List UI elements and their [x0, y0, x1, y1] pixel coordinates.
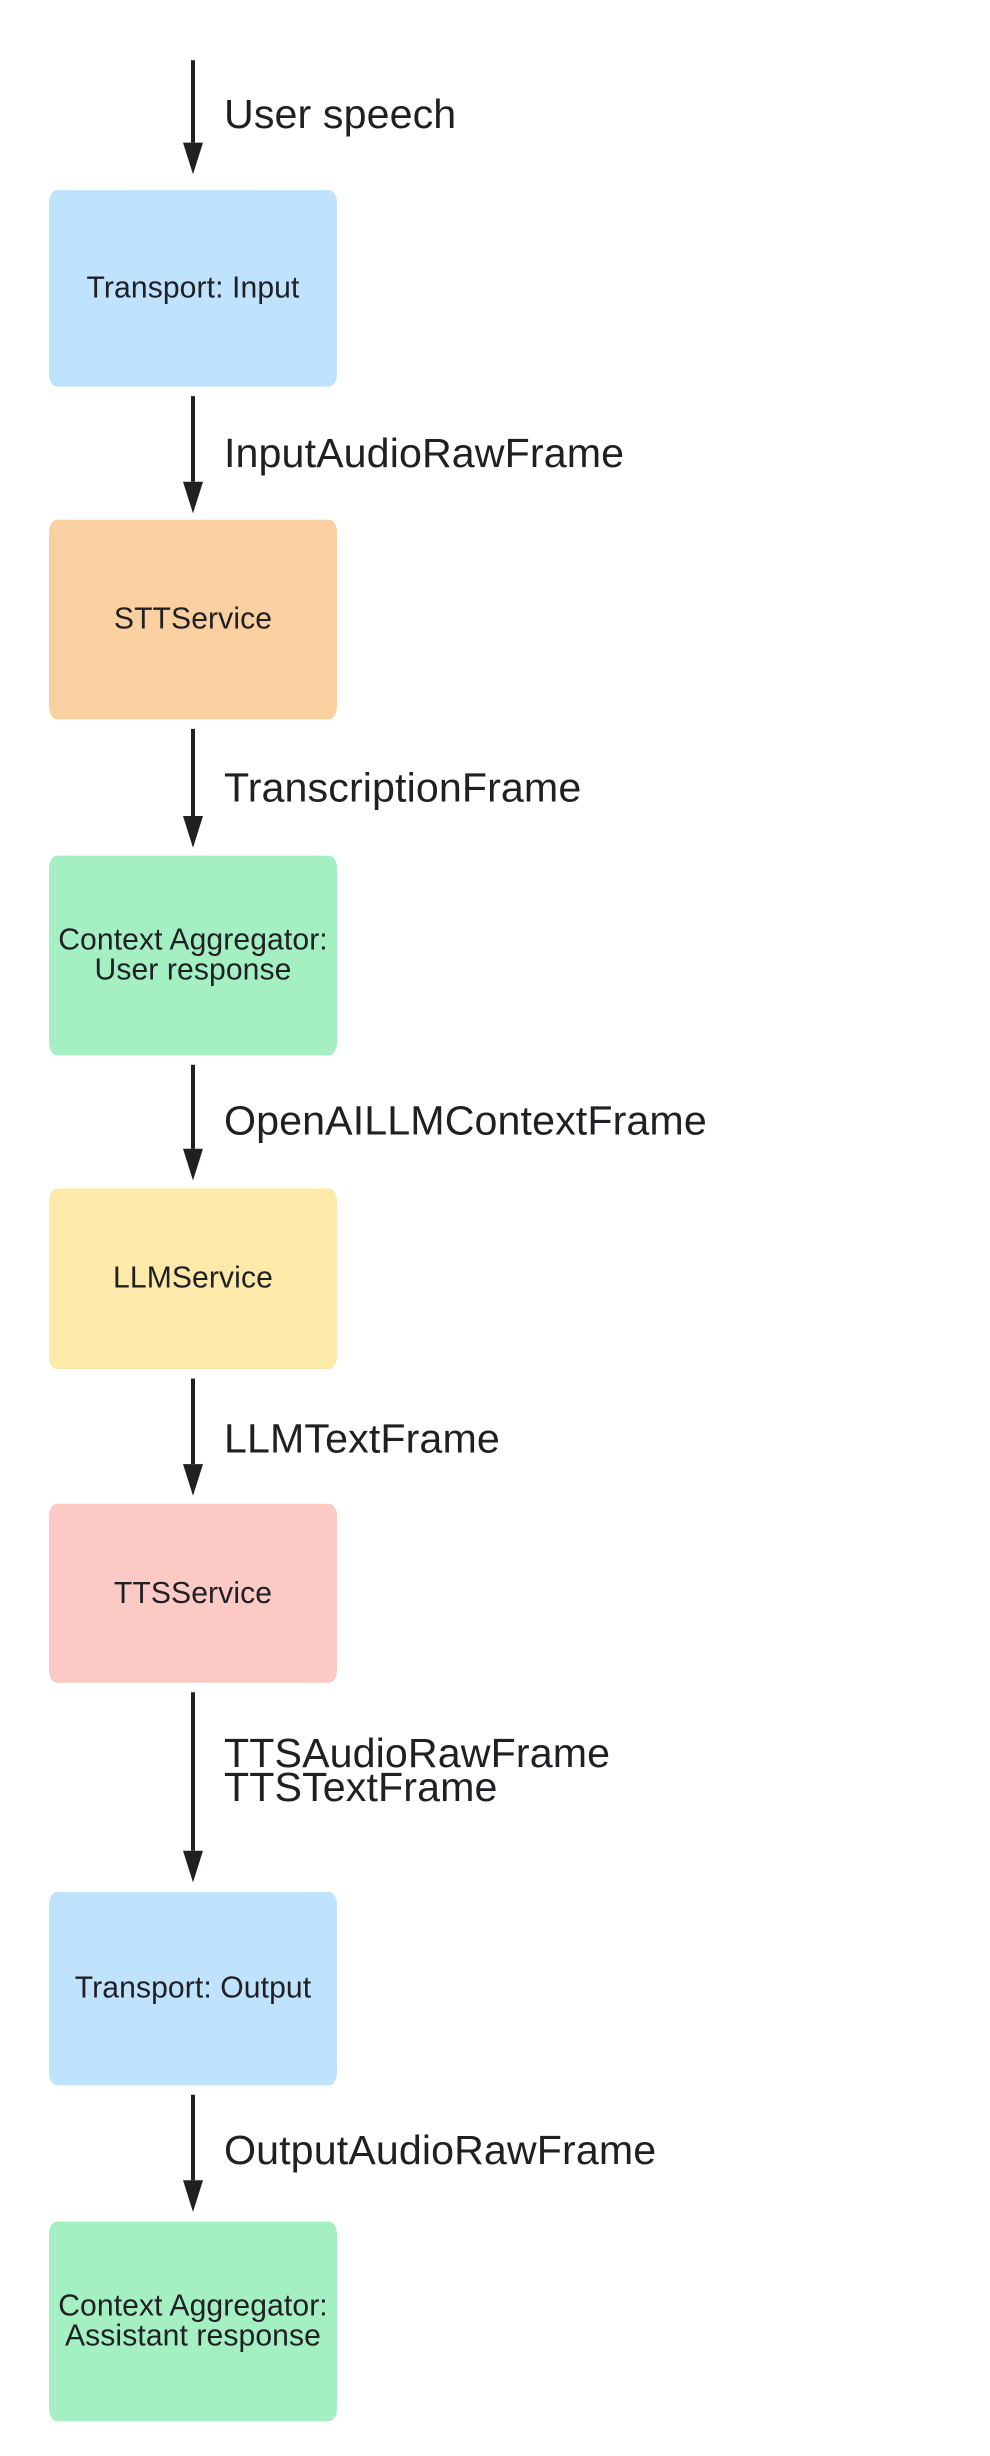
- arrowhead-icon: [183, 2180, 203, 2212]
- edge-stem: [191, 1064, 195, 1149]
- edge-tts-audio-text-frame: [183, 1692, 203, 1883]
- node-label-llm-service: LLMService: [113, 1261, 273, 1295]
- node-stt-service[interactable]: STTService: [49, 519, 337, 720]
- edge-stem: [191, 396, 195, 482]
- node-transport-output[interactable]: Transport: Output: [49, 1891, 337, 2086]
- edge-stem: [191, 1692, 195, 1851]
- node-label-transport-input: Transport: Input: [86, 271, 300, 305]
- node-label-context-aggregator-user: Context Aggregator: User response: [58, 923, 328, 987]
- node-label-tts-service: TTSService: [113, 1576, 273, 1610]
- node-tts-service[interactable]: TTSService: [49, 1503, 337, 1683]
- node-transport-input[interactable]: Transport: Input: [49, 190, 337, 387]
- edge-transcription-frame: [183, 728, 203, 848]
- edge-llm-text-frame: [183, 1378, 203, 1496]
- edge-stem: [191, 1378, 195, 1465]
- edge-label-llm-text-frame: LLMTextFrame: [224, 1415, 500, 1462]
- edge-stem: [191, 60, 195, 143]
- node-llm-service[interactable]: LLMService: [49, 1188, 337, 1370]
- edge-output-audio-raw-frame: [183, 2094, 203, 2212]
- node-context-aggregator-assistant[interactable]: Context Aggregator: Assistant response: [49, 2221, 337, 2422]
- arrowhead-icon: [183, 481, 203, 514]
- edge-openai-llm-context-frame: [183, 1064, 203, 1181]
- edge-label-user-speech: User speech: [224, 91, 457, 138]
- edge-input-audio-raw-frame: [183, 396, 203, 514]
- edge-label-tts-audio-text-frame: TTSAudioRawFrame TTSTextFrame: [224, 1729, 611, 1810]
- edge-label-openai-llm-context-frame: OpenAILLMContextFrame: [224, 1097, 707, 1144]
- edge-label-transcription-frame: TranscriptionFrame: [224, 764, 582, 811]
- arrowhead-icon: [183, 816, 203, 848]
- node-context-aggregator-user[interactable]: Context Aggregator: User response: [49, 855, 337, 1056]
- edge-user-speech: [183, 60, 203, 175]
- edge-label-output-audio-raw-frame: OutputAudioRawFrame: [224, 2127, 657, 2174]
- arrowhead-icon: [183, 142, 203, 175]
- edge-stem: [191, 2094, 195, 2181]
- arrowhead-icon: [183, 1850, 203, 1883]
- arrowhead-icon: [183, 1464, 203, 1496]
- arrowhead-icon: [183, 1148, 203, 1181]
- node-label-context-aggregator-assistant: Context Aggregator: Assistant response: [58, 2289, 328, 2353]
- node-label-transport-output: Transport: Output: [74, 1971, 312, 2005]
- edge-stem: [191, 728, 195, 817]
- edge-label-input-audio-raw-frame: InputAudioRawFrame: [224, 430, 625, 477]
- node-label-stt-service: STTService: [113, 602, 273, 636]
